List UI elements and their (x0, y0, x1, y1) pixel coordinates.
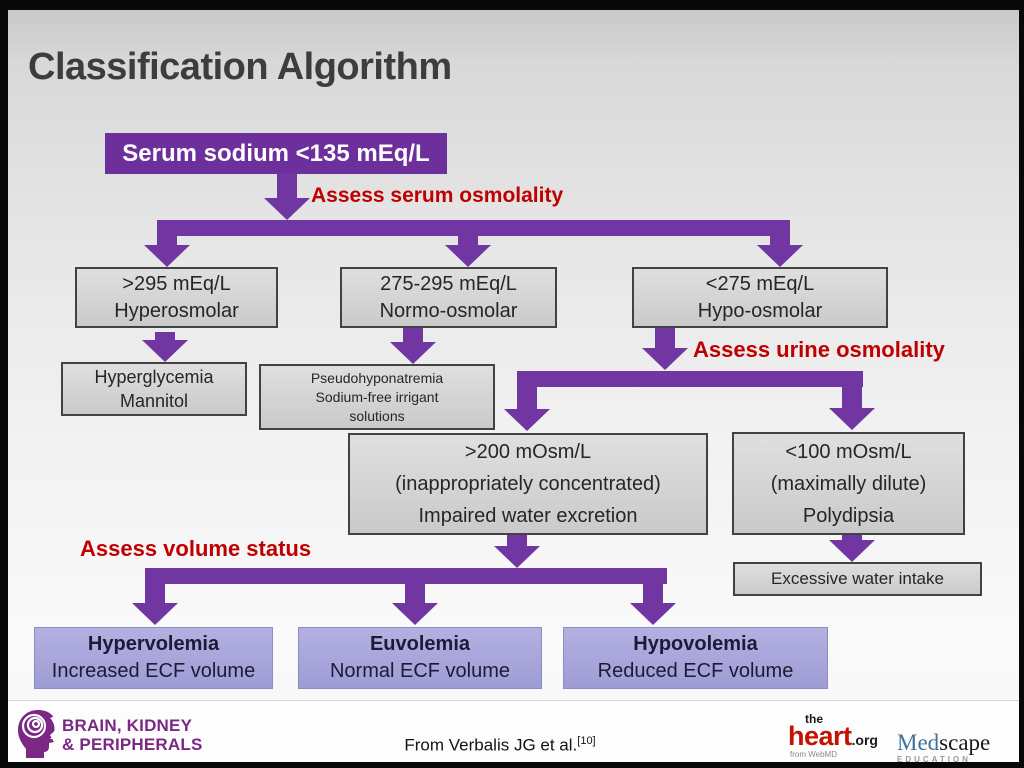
theheart-org-suffix: .org (851, 732, 878, 748)
flow-arrowhead (132, 603, 178, 625)
flow-arrow (155, 332, 175, 342)
flow-arrow (277, 173, 297, 200)
node-impaired-water-excretion: >200 mOsm/L (inappropriately concentrate… (348, 433, 708, 535)
flow-connector-bar (517, 371, 863, 387)
flow-arrowhead (392, 603, 438, 625)
flow-arrowhead (494, 546, 540, 568)
flow-arrow (403, 328, 423, 343)
node-line: >200 mOsm/L (464, 441, 592, 463)
flow-arrow (507, 535, 527, 548)
node-line: Hyperglycemia (94, 367, 214, 387)
flow-arrowhead (390, 342, 436, 364)
node-line: Mannitol (119, 391, 189, 411)
node-hypo-osmolar: <275 mEq/L Hypo-osmolar (632, 267, 888, 328)
flow-arrowhead (504, 409, 550, 431)
node-line: 275-295 mEq/L (380, 272, 517, 295)
node-line: Impaired water excretion (418, 505, 638, 527)
node-line: Polydipsia (802, 504, 895, 527)
node-euvolemia: Euvolemia Normal ECF volume (298, 627, 542, 689)
flow-arrow (655, 328, 675, 349)
label-assess-volume-status: Assess volume status (80, 536, 312, 561)
flow-arrowhead (829, 540, 875, 562)
node-subtitle: Increased ECF volume (51, 660, 256, 682)
node-line: Sodium-free irrigant (315, 388, 439, 405)
node-hypovolemia: Hypovolemia Reduced ECF volume (563, 627, 828, 689)
citation-text: From Verbalis JG et al. (404, 735, 578, 755)
logo-line-2: & PERIPHERALS (62, 735, 203, 754)
node-line: (inappropriately concentrated) (395, 473, 661, 495)
flow-arrowhead (142, 340, 188, 362)
node-hypervolemia: Hypervolemia Increased ECF volume (34, 627, 273, 689)
node-pseudohyponatremia: Pseudohyponatremia Sodium-free irrigant … (259, 364, 495, 430)
node-line: solutions (349, 407, 405, 424)
flow-arrowhead (144, 245, 190, 267)
node-hyperglycemia-mannitol: Hyperglycemia Mannitol (61, 362, 247, 416)
node-line: <100 mOsm/L (785, 440, 912, 463)
medscape-med: Med (897, 730, 940, 755)
flow-arrowhead (757, 245, 803, 267)
flow-arrowhead (445, 245, 491, 267)
citation-reference: [10] (577, 735, 596, 747)
page-title: Classification Algorithm (28, 46, 452, 88)
node-subtitle: Reduced ECF volume (597, 660, 794, 682)
medscape-scape: scape (939, 730, 991, 755)
node-line: Pseudohyponatremia (310, 369, 444, 386)
node-normo-osmolar: 275-295 mEq/L Normo-osmolar (340, 267, 557, 328)
theheart-org-logo: the heart.org from WebMD (788, 712, 878, 759)
node-line: Hypo-osmolar (697, 299, 823, 322)
footer-band (8, 700, 1019, 762)
node-line: (maximally dilute) (770, 472, 927, 495)
node-hyperosmolar: >295 mEq/L Hyperosmolar (75, 267, 278, 328)
node-excessive-water-intake: Excessive water intake (733, 562, 982, 596)
flow-arrow (145, 584, 165, 604)
node-subtitle: Normal ECF volume (329, 660, 511, 682)
flow-arrowhead (264, 198, 310, 220)
medscape-education-label: EDUCATION (897, 755, 971, 764)
node-title: Euvolemia (369, 633, 471, 655)
node-line: Hyperosmolar (114, 299, 239, 322)
logo-line-1: BRAIN, KIDNEY (62, 716, 193, 735)
flow-arrowhead (642, 348, 688, 370)
flow-connector-bar (157, 220, 790, 236)
node-title: Hypervolemia (87, 633, 220, 655)
flow-arrowhead (630, 603, 676, 625)
node-title: Hypovolemia (633, 633, 758, 655)
theheart-tagline: from WebMD (790, 750, 837, 759)
node-line: >295 mEq/L (122, 272, 231, 295)
flow-arrow (405, 584, 425, 604)
label-assess-urine-osmolality: Assess urine osmolality (693, 337, 945, 362)
node-polydipsia: <100 mOsm/L (maximally dilute) Polydipsi… (732, 432, 965, 535)
flow-arrow (517, 387, 537, 411)
flow-arrow (643, 584, 663, 604)
brain-kidney-logo-text: BRAIN, KIDNEY & PERIPHERALS (62, 716, 203, 754)
theheart-heart: heart (788, 721, 852, 751)
flow-connector-bar (145, 568, 667, 584)
node-line: <275 mEq/L (705, 272, 815, 295)
brain-kidney-logo-icon (14, 708, 62, 760)
label-assess-serum-osmolality: Assess serum osmolality (311, 184, 564, 207)
flow-arrowhead (829, 408, 875, 430)
theheart-the: the (805, 712, 823, 726)
flow-arrow (842, 387, 862, 410)
root-node-serum-sodium: Serum sodium <135 mEq/L (105, 133, 447, 174)
medscape-logo: Medscape EDUCATION (897, 730, 991, 764)
flow-arrow (842, 535, 862, 543)
citation: From Verbalis JG et al.[10] (300, 735, 700, 756)
node-line: Normo-osmolar (379, 299, 518, 322)
